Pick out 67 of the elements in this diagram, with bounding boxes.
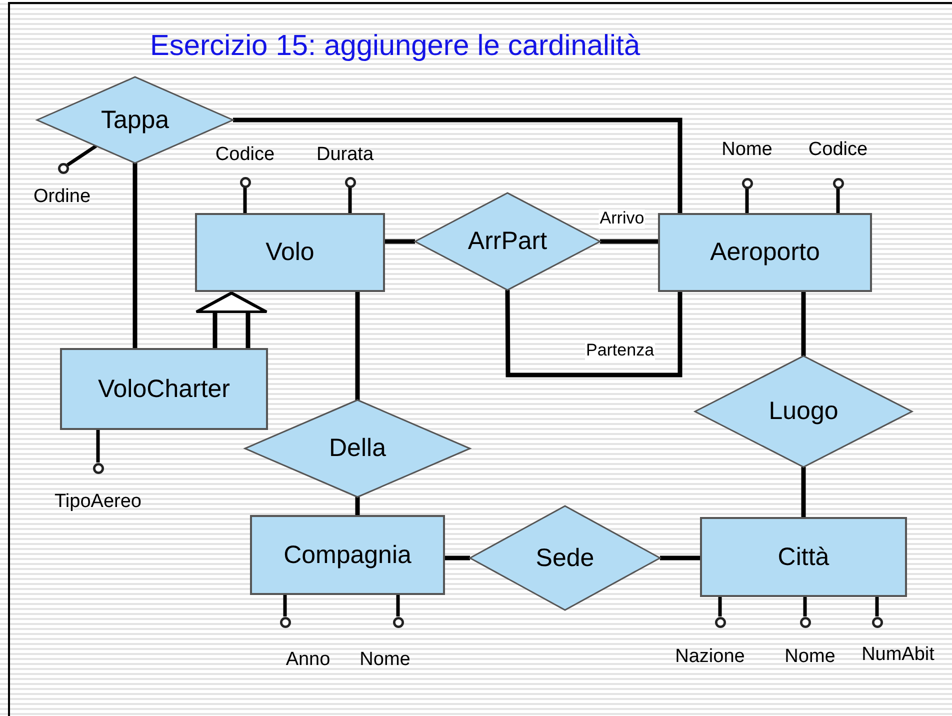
node-label: Aeroporto (710, 238, 820, 267)
connector-line (660, 556, 700, 560)
attribute-circle (742, 178, 752, 188)
attribute-name: Ordine (33, 186, 91, 208)
relationship-diamond (470, 506, 660, 610)
connector-line (801, 467, 806, 517)
relationship-diamond (245, 400, 470, 497)
connector-line (600, 239, 658, 244)
connector-line (283, 595, 287, 616)
attribute-circle (58, 162, 68, 174)
attribute-name: TipoAereo (54, 491, 142, 513)
attribute-name: Nazione (675, 646, 745, 668)
entity-box (250, 515, 445, 595)
node-label: Luogo (768, 397, 838, 426)
attribute-name: Codice (215, 144, 275, 166)
connector-line (385, 239, 415, 244)
connector-line (801, 292, 806, 356)
attribute-circle (800, 616, 810, 628)
connector-line (355, 292, 360, 400)
connector-line (243, 188, 247, 213)
connector-line (66, 144, 98, 166)
node-label: Compagnia (284, 540, 412, 570)
node-label: Della (329, 434, 386, 463)
attribute-circle (240, 176, 250, 188)
connector-line (355, 497, 360, 515)
connector-line (348, 188, 352, 213)
node-label: Sede (536, 544, 594, 572)
attribute-name: Nome (722, 139, 772, 161)
attribute-name: Durata (316, 144, 374, 166)
relationship-diamond (695, 356, 912, 467)
connector-line (445, 556, 470, 560)
attribute-name: Codice (808, 139, 868, 161)
node-label: Tappa (100, 106, 170, 134)
entity-box (700, 517, 907, 597)
node-label: Città (778, 542, 830, 572)
node-label: Volo (266, 238, 314, 267)
attribute-circle (714, 616, 726, 628)
attribute-circle (392, 616, 404, 628)
connector-line (718, 597, 722, 616)
attribute-name: Nome (360, 649, 410, 671)
edge-label: Partenza (584, 342, 656, 360)
connector-line (505, 290, 682, 378)
attribute-name: Anno (286, 649, 330, 671)
connector-line (396, 595, 400, 616)
connector-line (875, 597, 879, 616)
relationship-diamond (415, 193, 600, 290)
connector-line (745, 188, 749, 213)
connector-line (96, 430, 100, 462)
edge-label: Arrivo (598, 210, 646, 228)
generalization-arrow (195, 292, 268, 350)
node-label: ArrPart (468, 227, 548, 256)
attribute-circle (872, 616, 882, 628)
entity-box (60, 348, 268, 430)
connector-line (836, 188, 840, 213)
entity-box (658, 213, 872, 292)
attribute-name: Nome (784, 646, 836, 668)
attribute-circle (92, 462, 104, 474)
connector-line (233, 118, 682, 213)
title: Esercizio 15: aggiungere le cardinalità (150, 30, 640, 63)
connector-line (132, 163, 138, 348)
attribute-circle (280, 616, 290, 628)
entity-box (195, 213, 385, 292)
attribute-name: NumAbit (862, 644, 934, 666)
attribute-circle (832, 178, 844, 188)
node-label: VoloCharter (98, 374, 230, 404)
connector-line (803, 597, 807, 616)
attribute-circle (344, 176, 356, 188)
